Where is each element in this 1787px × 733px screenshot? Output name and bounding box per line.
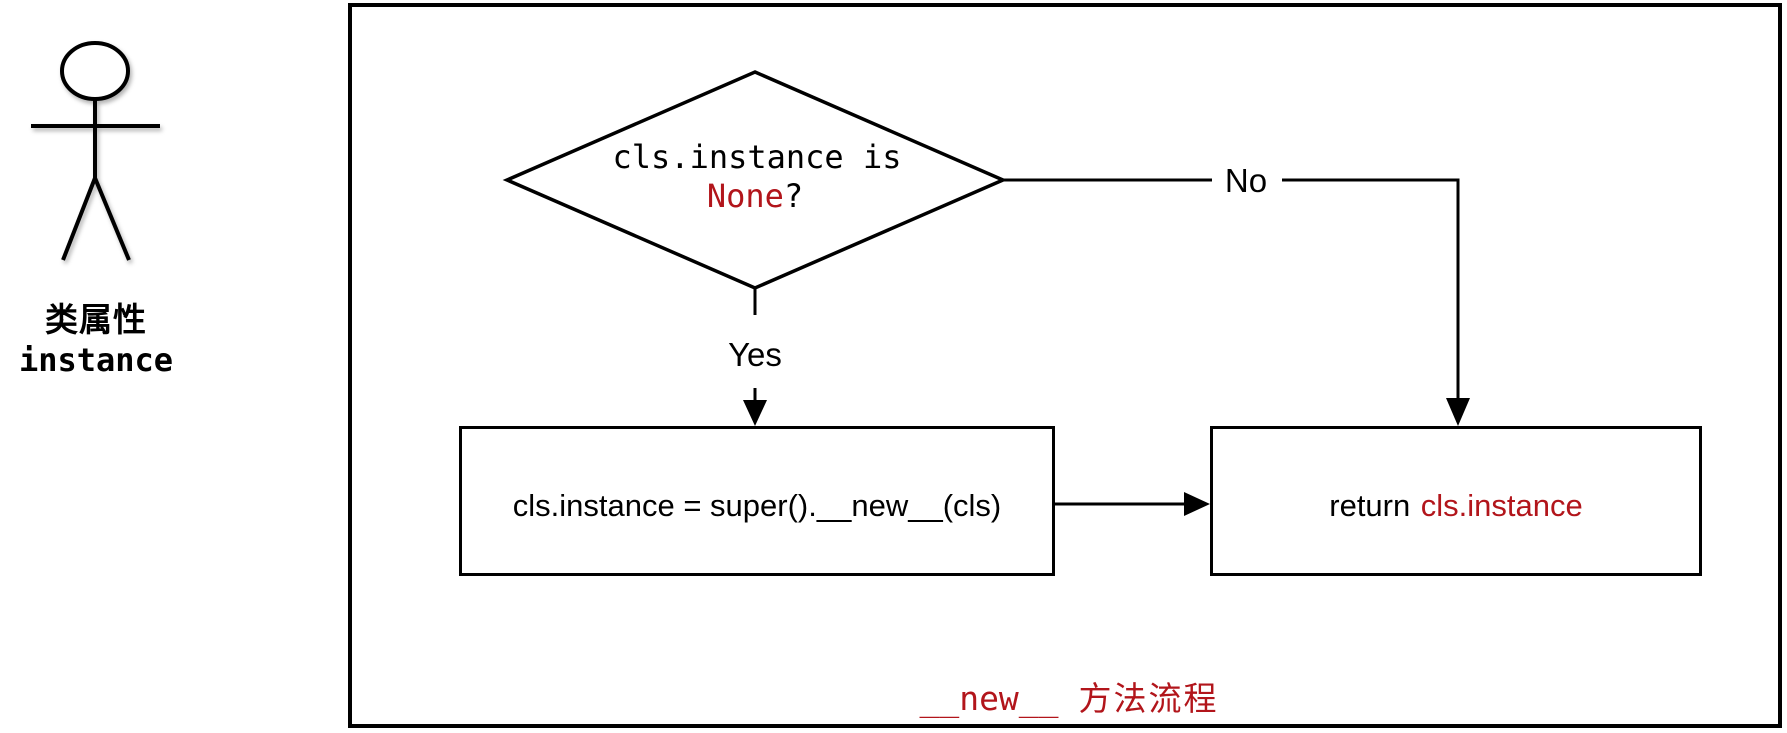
decision-text-line2: None?: [707, 177, 803, 215]
decision-text-line1: cls.instance is: [612, 138, 902, 176]
caption-method-name: __new__: [919, 679, 1059, 718]
yes-arrowhead-icon: [743, 400, 767, 426]
stick-figure-head: [60, 41, 130, 101]
stick-figure-right-leg: [93, 177, 131, 261]
actor-label-subtitle: instance: [18, 341, 174, 379]
no-arrowhead-icon: [1446, 398, 1470, 426]
actor-label-title: 类属性: [45, 301, 147, 338]
return-value-text: cls.instance: [1420, 488, 1583, 523]
assign-instance-text: cls.instance = super().__new__(cls): [512, 488, 1002, 523]
flowchart-caption: __new__ 方法流程: [919, 672, 1218, 720]
stick-figure-icon: [31, 41, 160, 261]
decision-suffix: ?: [783, 177, 804, 215]
decision-keyword: None: [706, 177, 784, 215]
return-instance-box: return cls.instance: [1210, 426, 1702, 576]
yes-edge-label: Yes: [728, 336, 782, 373]
stick-figure-left-leg: [61, 177, 97, 261]
flowchart-frame: [348, 3, 1782, 728]
return-keyword-text: return: [1329, 488, 1411, 523]
no-edge-label: No: [1224, 162, 1268, 199]
assign-instance-box: cls.instance = super().__new__(cls): [459, 426, 1055, 576]
assign-to-return-arrowhead-icon: [1184, 492, 1210, 516]
no-edge-line-right: [1282, 178, 1460, 400]
actor-label: 类属性 instance: [0, 299, 192, 381]
caption-label: 方法流程: [1078, 680, 1219, 717]
